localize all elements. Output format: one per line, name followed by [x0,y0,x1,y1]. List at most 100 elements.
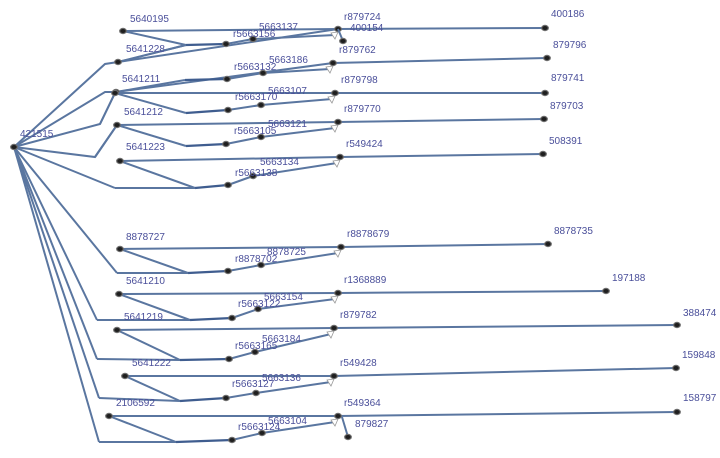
root-edge-6 [13,146,98,321]
product-to-hub-edge-0 [252,34,336,40]
target-label-3: 879703 [550,101,584,112]
branch-join-edge-0 [117,44,187,63]
branch-node-2 [111,89,119,97]
product-label-1: 5663186 [269,55,308,66]
target-node-8 [672,364,680,372]
root-edge-4 [13,146,116,189]
reaction-label-5: r8878702 [235,254,278,265]
hub-to-target-edge-1 [332,57,548,64]
target-label-7: 388474 [683,308,717,319]
hub-to-target-edge-5 [340,243,549,248]
hub-to-target-edge-8 [333,367,677,377]
root-node [10,143,18,151]
branch-label-7: 5641222 [132,358,171,369]
reaction-node-3 [222,140,230,148]
branch-label-1: 5641211 [122,74,161,85]
arrow-tip-1 [325,65,334,74]
hub-to-target-edge-4 [339,153,544,158]
product-label-9: 5663104 [268,416,307,427]
reaction-to-product-edge-9 [231,432,263,441]
reaction-label-9: r5663124 [238,422,281,433]
bjoin-branch-edge-2 [99,92,116,125]
target-node-7 [673,321,681,329]
reaction-label-7: r5663165 [235,341,278,352]
reaction-node-6 [228,314,236,322]
hub-to-target-edge-9 [337,411,678,417]
junction-to-reaction-edge-5 [187,269,229,275]
reaction-node-5 [224,267,232,275]
root-edge-0 [13,61,119,148]
branch-to-junction-edge-1 [115,79,186,93]
start-node-0 [119,27,127,35]
product-node-7 [251,348,259,356]
arrow-tip-6 [330,295,339,304]
reaction-to-product-edge-8 [225,392,257,399]
hub-label-2: r879798 [341,75,378,86]
hub-label-7: r879782 [340,310,377,321]
reaction-node-1 [223,75,231,83]
start-to-junction-edge-8 [124,375,181,402]
reaction-label-0: r5663156 [233,29,276,40]
junction-to-reaction-edge-9 [175,438,233,444]
junction-to-reaction-edge-0 [185,42,227,47]
branch-to-junction-edge-2 [114,92,187,114]
hub-label-9: r549364 [344,398,381,409]
reaction-node-8 [222,394,230,402]
hub-node-3 [334,118,342,126]
branch-label-8: 2106592 [116,398,155,409]
product-label-6: 5663154 [264,292,303,303]
hub-to-target-edge-7 [333,324,678,329]
start-to-hub-edge-4 [119,156,341,162]
target-node-9 [673,408,681,416]
start-node-9 [105,412,113,420]
reaction-node-9 [228,436,236,444]
reaction-label-2: r5663170 [235,92,278,103]
start-to-junction-edge-5 [119,248,189,274]
start-to-hub-edge-0 [122,28,339,32]
product-label-0: 5663137 [259,22,298,33]
junction-to-reaction-edge-2 [185,108,229,115]
product-to-hub-edge-3 [260,127,336,138]
arrow-tip-0 [330,31,339,40]
hub-label-1: r879762 [339,45,376,56]
product-to-hub-edge-4 [252,162,338,177]
start-to-junction-edge-0 [122,30,187,46]
extra-node-0 [339,37,347,45]
hub-to-target-edge-3 [337,118,545,123]
arrow-tip-4 [332,159,341,168]
branch-label-5: 5641210 [126,276,165,287]
branch-label-6: 5641219 [124,312,163,323]
root-edge-5 [13,146,118,274]
start-to-junction-edge-6 [118,293,191,321]
branch-node-3 [113,121,121,129]
extra-label-9: 879827 [355,419,389,430]
target-label-6: 197188 [612,273,646,284]
target-label-5: 8878735 [554,226,593,237]
start-label-0: 5640195 [130,14,169,25]
start-node-5 [116,245,124,253]
junction-to-reaction-edge-7 [179,357,230,362]
branch-label-2: 5641212 [124,107,163,118]
junction-to-reaction-edge-3 [185,142,227,148]
hub-node-8 [330,372,338,380]
hub-label-5: r8878679 [347,229,390,240]
product-to-hub-edge-1 [262,68,331,74]
product-node-9 [258,429,266,437]
product-node-2 [257,101,265,109]
reaction-to-product-edge-6 [231,308,259,319]
arrow-tip-8 [326,378,335,387]
extra-edge-9 [341,416,349,438]
arrow-tip-5 [333,249,342,258]
arrow-tip-7 [326,330,335,339]
start-node-8 [121,372,129,380]
start-to-hub-edge-5 [119,246,342,250]
reaction-to-product-edge-7 [228,351,256,360]
branch-label-0: 5641228 [126,44,165,55]
target-label-4: 508391 [549,136,583,147]
hub-to-target-edge-0 [337,27,546,30]
hub-label-8: r549428 [340,358,377,369]
reaction-label-3: r5663105 [234,126,277,137]
extra-label-0: 400154 [350,23,384,34]
target-node-6 [602,287,610,295]
branch-to-junction-edge-3 [116,124,187,147]
